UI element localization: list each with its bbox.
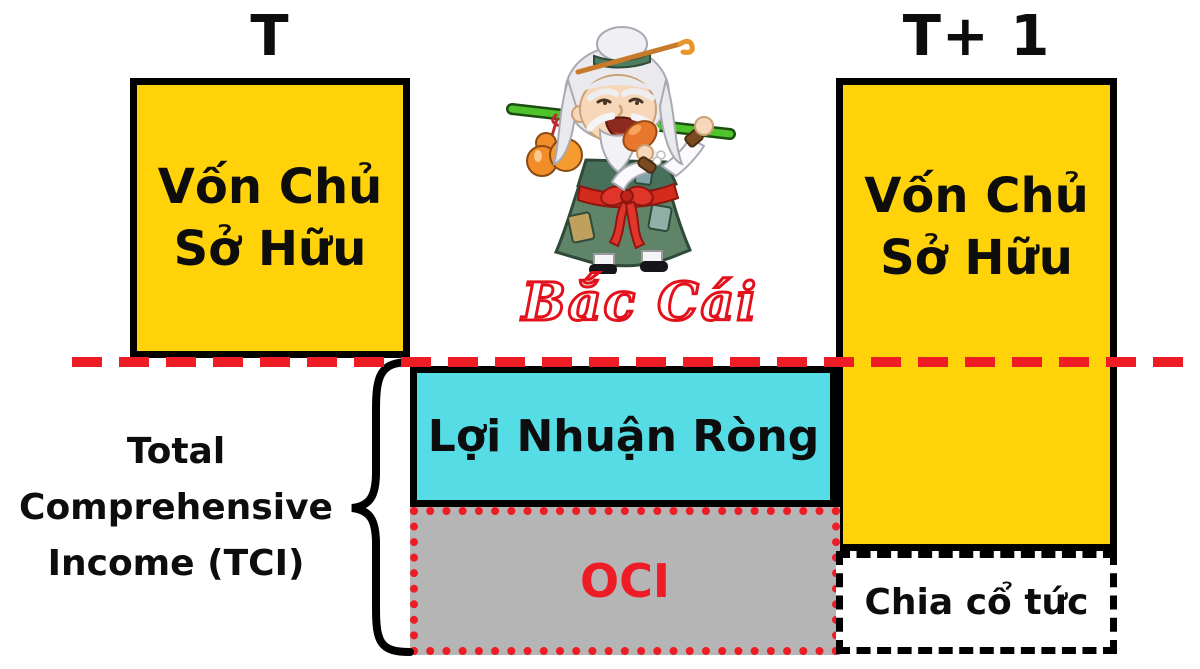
mascot-caption-wrap: Bắc Cái — [518, 271, 758, 335]
net-profit-box: Lợi Nhuận Ròng — [410, 366, 837, 507]
equity-box-t: Vốn Chủ Sở Hữu — [130, 78, 410, 358]
period-label-t: T — [250, 4, 290, 69]
tci-label: Total Comprehensive Income (TCI) — [19, 431, 333, 584]
period-label-t-plus-1: T+ 1 — [902, 4, 1051, 69]
dividend-box: Chia cổ tức — [836, 551, 1117, 654]
beggar-elder-mascot-illustration — [506, 26, 736, 274]
equity-box-t1-label: Vốn Chủ Sở Hữu — [864, 168, 1089, 287]
dividend-label: Chia cổ tức — [864, 582, 1089, 623]
oci-label: OCI — [580, 554, 670, 608]
drumstick-icon — [622, 120, 666, 166]
period-boundary-line — [72, 357, 1200, 367]
oci-box: OCI — [410, 507, 840, 655]
curly-brace-icon — [351, 358, 414, 656]
net-profit-label: Lợi Nhuận Ròng — [427, 411, 820, 462]
equity-box-t-label: Vốn Chủ Sở Hữu — [157, 158, 383, 277]
equity-box-t1: Vốn Chủ Sở Hữu — [836, 78, 1117, 551]
gourd-icon — [526, 132, 583, 177]
hairpin-icon — [575, 41, 683, 75]
mascot-caption: Bắc Cái — [520, 272, 758, 333]
